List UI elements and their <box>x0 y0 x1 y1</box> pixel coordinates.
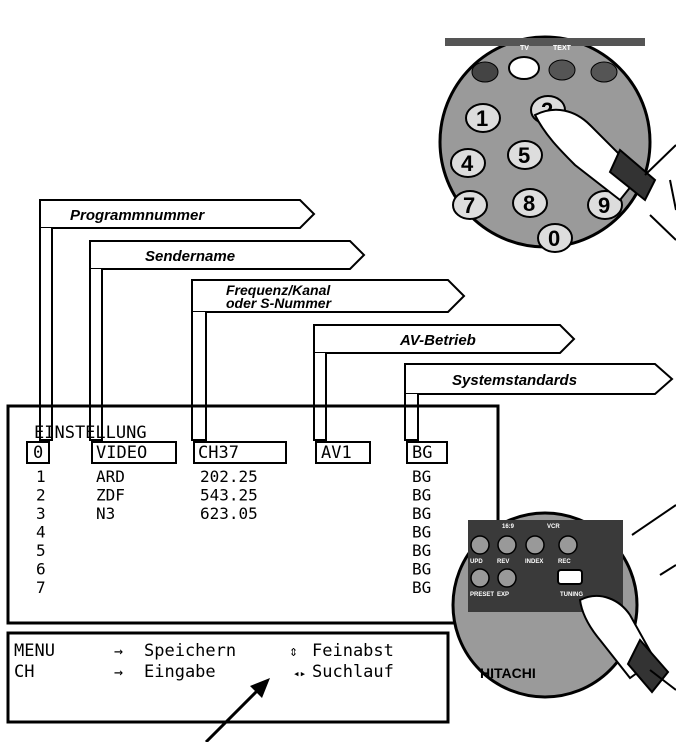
remote-key-0: 0 <box>538 224 572 252</box>
selected-name: VIDEO <box>96 443 147 463</box>
inset-line <box>650 215 676 240</box>
menu-action-feinabst: Feinabst <box>312 641 394 661</box>
remote-bottom-button: 16:9 <box>502 524 515 530</box>
channel-sys: BG <box>412 560 431 579</box>
menu-leftright-icon: ◂▸ <box>293 667 306 680</box>
channel-nr: 2 <box>36 486 46 505</box>
remote-bottom-button: VCR <box>547 524 560 530</box>
channel-sys: BG <box>412 467 431 486</box>
channel-row: 2 ZDF 543.25 BG <box>36 486 431 505</box>
menu-box: MENU → Speichern ⇕ Feinabst CH → Eingabe… <box>8 633 448 722</box>
svg-text:0: 0 <box>548 226 560 251</box>
svg-text:PRESET: PRESET <box>470 592 494 598</box>
callout-label-sendername: Sendername <box>145 248 235 265</box>
menu-action-suchlauf: Suchlauf <box>312 662 394 682</box>
menu-key-menu: MENU <box>14 641 55 661</box>
menu-arrow-2: → <box>114 663 123 681</box>
remote-bottom-button: INDEX <box>525 536 544 565</box>
remote-top-shade <box>445 38 645 46</box>
svg-text:REV: REV <box>497 559 509 565</box>
channel-name: ZDF <box>96 486 125 505</box>
brand-logo: HITACHI <box>480 665 536 681</box>
svg-text:INDEX: INDEX <box>525 559 543 565</box>
svg-text:7: 7 <box>463 193 475 218</box>
selected-freq: CH37 <box>198 443 239 463</box>
remote-button-text <box>549 60 575 80</box>
callout-label-systemstandards: Systemstandards <box>452 372 577 389</box>
remote-bottom-button: TUNING <box>558 570 583 598</box>
remote-key-8: 8 <box>513 189 547 217</box>
menu-action-eingabe: Eingabe <box>144 662 216 682</box>
remote-button-red <box>472 62 498 82</box>
remote-key-7: 7 <box>453 191 487 219</box>
channel-nr: 5 <box>36 541 46 560</box>
svg-text:UPD: UPD <box>470 559 483 565</box>
menu-arrow-1: → <box>114 642 123 660</box>
channel-sys: BG <box>412 541 431 560</box>
remote-key-4: 4 <box>451 149 485 177</box>
inset-line <box>632 505 676 535</box>
remote-key-1: 1 <box>466 104 500 132</box>
channel-freq: 623.05 <box>200 504 258 523</box>
remote-button-extra <box>591 62 617 82</box>
svg-text:EXP: EXP <box>497 592 509 598</box>
channel-sys: BG <box>412 486 431 505</box>
svg-text:8: 8 <box>523 191 535 216</box>
remote-label: TITLES <box>455 47 479 54</box>
channel-name: N3 <box>96 504 115 523</box>
channel-nr: 4 <box>36 523 46 542</box>
channel-freq: 202.25 <box>200 467 258 486</box>
remote-button-tv <box>509 57 539 79</box>
channel-row: 6 BG <box>36 560 431 579</box>
channel-row: 3 N3 623.05 BG <box>36 504 431 523</box>
menu-key-ch: CH <box>14 662 34 682</box>
inset-line <box>670 180 676 210</box>
callout-label-s-nummer: oder S-Nummer <box>226 295 333 311</box>
callout-label-programmnummer: Programmnummer <box>70 207 205 224</box>
svg-text:VCR: VCR <box>547 524 560 530</box>
channel-row: 4 BG <box>36 523 431 542</box>
svg-text:4: 4 <box>461 151 474 176</box>
channel-freq: 543.25 <box>200 486 258 505</box>
menu-action-speichern: Speichern <box>144 641 236 661</box>
channel-sys: BG <box>412 504 431 523</box>
svg-text:16:9: 16:9 <box>502 524 515 530</box>
selected-nr: 0 <box>33 443 43 463</box>
remote-top-inset: TV TEXT TITLES 12457890 <box>440 37 676 252</box>
screen-title: EINSTELLUNG <box>34 423 147 443</box>
selected-av: AV1 <box>321 443 352 463</box>
remote-key-5: 5 <box>508 141 542 169</box>
channel-row: 1 ARD 202.25 BG <box>36 467 431 486</box>
tv-screen: EINSTELLUNG 0 VIDEO CH37 AV1 BG 1 ARD 202.… <box>8 406 498 623</box>
selected-row: 0 VIDEO CH37 AV1 BG <box>27 442 447 463</box>
remote-label: TV <box>520 45 529 52</box>
svg-text:TUNING: TUNING <box>560 592 583 598</box>
remote-label: TEXT <box>553 45 572 52</box>
channel-nr: 7 <box>36 578 46 597</box>
channel-nr: 6 <box>36 560 46 579</box>
callout-label-av-betrieb: AV-Betrieb <box>399 332 476 349</box>
svg-text:5: 5 <box>518 143 530 168</box>
selected-sys: BG <box>412 443 432 463</box>
channel-nr: 1 <box>36 467 46 486</box>
channel-name: ARD <box>96 467 125 486</box>
svg-text:1: 1 <box>476 106 488 131</box>
svg-text:9: 9 <box>598 193 610 218</box>
channel-row: 7 BG <box>36 578 431 597</box>
channel-sys: BG <box>412 578 431 597</box>
inset-line <box>660 565 676 575</box>
channel-row: 5 BG <box>36 541 431 560</box>
menu-updown-icon: ⇕ <box>289 642 298 660</box>
channel-sys: BG <box>412 523 431 542</box>
channel-nr: 3 <box>36 504 46 523</box>
svg-text:REC: REC <box>558 559 571 565</box>
